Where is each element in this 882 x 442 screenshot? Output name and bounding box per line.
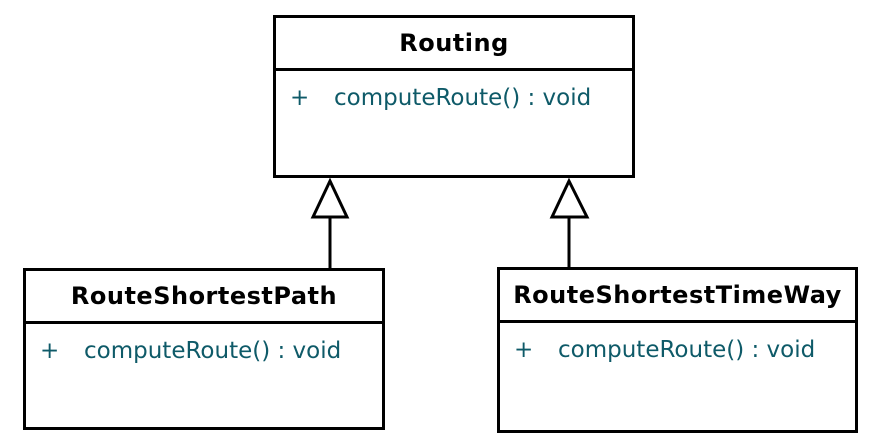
generalization-arrow-left (310, 177, 350, 268)
class-member: + computeRoute() : void (276, 83, 632, 113)
inheritance-triangle-icon (549, 177, 590, 219)
class-member: + computeRoute() : void (500, 335, 855, 365)
class-box-routeshortestpath: RouteShortestPath + computeRoute() : voi… (23, 268, 385, 430)
member-signature: computeRoute() : void (558, 337, 816, 363)
class-name: Routing (276, 18, 632, 71)
generalization-arrow-right (549, 177, 590, 267)
class-box-routing: Routing + computeRoute() : void (273, 15, 635, 178)
inheritance-triangle-icon (310, 177, 350, 219)
member-signature: computeRoute() : void (334, 85, 592, 111)
member-signature: computeRoute() : void (84, 338, 342, 364)
member-visibility: + (40, 338, 60, 364)
class-box-routeshortesttimeway: RouteShortestTimeWay + computeRoute() : … (497, 267, 858, 433)
class-member: + computeRoute() : void (26, 336, 382, 366)
member-visibility: + (290, 85, 310, 111)
class-name: RouteShortestPath (26, 271, 382, 324)
class-name: RouteShortestTimeWay (500, 270, 855, 323)
member-visibility: + (514, 337, 534, 363)
